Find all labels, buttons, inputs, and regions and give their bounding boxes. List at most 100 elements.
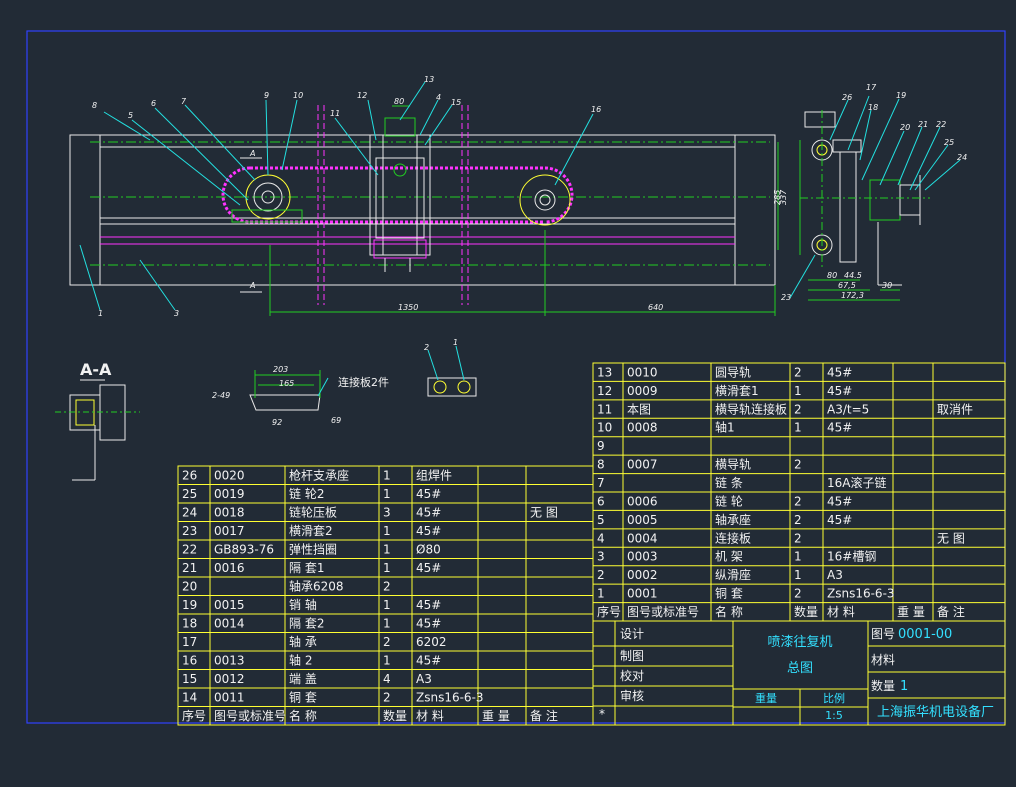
title-block: 设计 制图 校对 审核 * 喷漆往复机 总图 重量 比例 1:5 图号 0001… [592, 620, 1006, 726]
dimension-67-5: 67,5 [838, 281, 856, 290]
bom-right-cell: 10 [597, 421, 612, 435]
bom-left-cell: 0013 [214, 654, 245, 668]
bom-right-cell: 0002 [627, 568, 658, 582]
dimension-640: 640 [648, 303, 663, 312]
dimension-44-5: 44.5 [844, 271, 862, 280]
balloon-4: 4 [436, 93, 441, 102]
bom-right-cell: 取消件 [937, 402, 973, 416]
bom-left-cell: 3 [383, 506, 391, 520]
bom-left-cell: 14 [182, 691, 197, 705]
bom-right-cell: 1 [794, 384, 802, 398]
bom-right-cell: 2 [794, 402, 802, 416]
balloon-7: 7 [181, 97, 187, 106]
bom-right-cell: 4 [597, 531, 605, 545]
bom-left-cell: 45# [416, 506, 441, 520]
dimension-285: 285 [773, 190, 782, 205]
bom-right-cell: 纵滑座 [715, 567, 751, 582]
bom-right-header-cell: 重 量 [897, 605, 925, 619]
dimension-80-side: 80 [827, 271, 837, 280]
bom-left-cell: 0016 [214, 561, 245, 575]
bom-right-cell: 链 条 [715, 475, 743, 490]
bom-right-cell: 1 [597, 587, 605, 601]
balloon-22: 22 [936, 120, 946, 129]
product-name: 喷漆往复机 [767, 634, 832, 650]
bom-left-cell: 4 [383, 672, 391, 686]
bom-right-cell: 0009 [627, 384, 658, 398]
bom-right-cell: 1 [794, 550, 802, 564]
bom-right-cell: 8 [597, 458, 605, 472]
bom-left-cell: 0018 [214, 506, 245, 520]
bom-left-cell: GB893-76 [214, 543, 274, 557]
bom-left-cell: Zsns16-6-3 [416, 691, 484, 705]
bom-right-header-cell: 材 料 [827, 605, 855, 619]
bom-left-cell: 26 [182, 469, 197, 483]
bom-right-header-cell: 图号或标准号 [627, 605, 699, 619]
bom-right-cell: 连接板 [715, 530, 751, 545]
bom-right-cell: 1 [794, 568, 802, 582]
bom-right-header-cell: 数量 [794, 604, 818, 619]
bom-left-cell: 组焊件 [416, 468, 452, 483]
bom-right-cell: 45# [827, 384, 852, 398]
bom-right-cell: 16#槽钢 [827, 550, 876, 564]
dimension-30: 30 [882, 281, 892, 290]
drawing-no-label: 图号 [871, 627, 895, 641]
balloon-8: 8 [92, 101, 97, 110]
bom-right-cell: 2 [794, 531, 802, 545]
balloon-18: 18 [868, 103, 878, 112]
bom-right-cell: 无 图 [937, 531, 965, 545]
bom-left-cell: Ø80 [416, 543, 441, 557]
bom-left-header-cell: 图号或标准号 [214, 709, 286, 723]
bom-left-cell: 1 [383, 617, 391, 631]
bom-right-cell: A3 [827, 568, 843, 582]
connector-plate-view: 203 165 2-49 92 69 连接板2件 [212, 365, 389, 427]
bom-right-cell: 5 [597, 513, 605, 527]
bom-right-cell: 链 轮 [715, 493, 743, 508]
bom-left-cell: 45# [416, 654, 441, 668]
material-label: 材料 [871, 653, 895, 667]
bom-right-cell: 11 [597, 402, 612, 416]
balloon-24: 24 [957, 153, 967, 162]
section-mark-top: A [249, 149, 255, 158]
bom-left-header-cell: 备 注 [530, 708, 558, 723]
bom-left-cell: 1 [383, 598, 391, 612]
bom-right-cell: 2 [794, 458, 802, 472]
bom-left-cell: 45# [416, 561, 441, 575]
bom-left-cell: 轴承6208 [289, 579, 344, 594]
section-mark-bottom: A [249, 281, 255, 290]
bom-left-cell: 铜 套 [289, 690, 317, 705]
quantity-value: 1 [900, 679, 908, 694]
bom-right-cell: 16A滚子链 [827, 475, 886, 490]
bom-left-cell: 18 [182, 617, 197, 631]
bom-left-cell: 链 轮2 [289, 486, 324, 501]
bom-left-cell: 45# [416, 524, 441, 538]
bom-left-cell: 1 [383, 524, 391, 538]
bom-left-cell: 无 图 [530, 506, 558, 520]
bom-left-cell: 19 [182, 598, 197, 612]
bom-right-cell: 45# [827, 513, 852, 527]
bom-left-cell: 1 [383, 487, 391, 501]
bom-left-header-cell: 材 料 [416, 709, 444, 723]
dimension-172-3: 172,3 [841, 291, 864, 300]
balloon-3: 3 [174, 309, 179, 318]
bom-right-cell: 45# [827, 421, 852, 435]
balloon-11: 11 [330, 109, 340, 118]
dimension-203: 203 [273, 365, 288, 374]
bom-left-cell: 0020 [214, 469, 245, 483]
bom-right-cell: 0006 [627, 494, 658, 508]
bom-left-cell: 1 [383, 561, 391, 575]
bom-right-cell: 6 [597, 494, 605, 508]
bom-left-cell: 16 [182, 654, 197, 668]
bom-left-cell: 45# [416, 487, 441, 501]
bom-right-cell: 0005 [627, 513, 658, 527]
bom-right-cell: 45# [827, 494, 852, 508]
quantity-label: 数量 [871, 678, 895, 693]
balloon-19: 19 [896, 91, 906, 100]
bom-left-cell: 端 盖 [289, 672, 317, 686]
role-drawing: 制图 [620, 649, 644, 663]
section-a-a-label: A-A [80, 360, 112, 379]
bom-left-cell: 23 [182, 524, 197, 538]
bom-left-cell: 15 [182, 672, 197, 686]
balloon-17: 17 [866, 83, 877, 92]
